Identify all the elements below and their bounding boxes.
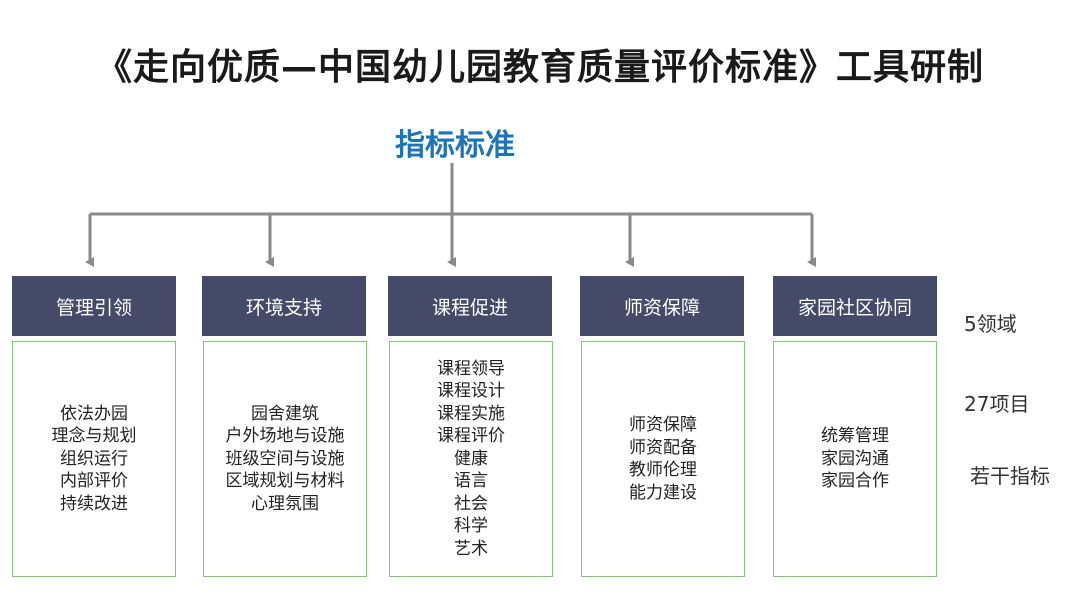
list-item: 内部评价 [60, 471, 128, 492]
list-item: 健康 [454, 448, 488, 469]
list-item: 课程设计 [437, 381, 505, 402]
item-list-management: 依法办园 理念与规划 组织运行 内部评价 持续改进 [12, 341, 176, 577]
list-item: 语言 [454, 471, 488, 492]
list-item: 理念与规划 [51, 426, 137, 447]
list-item: 艺术 [454, 538, 488, 559]
list-item: 课程实施 [437, 403, 505, 424]
level-label-indicators: 若干指标 [970, 464, 1050, 488]
list-item: 持续改进 [60, 493, 128, 514]
item-list-teachers: 师资保障 师资配备 教师伦理 能力建设 [581, 341, 745, 577]
list-item: 家园沟通 [821, 448, 889, 469]
domain-box-environment: 环境支持 [202, 276, 366, 336]
item-list-home-community: 统筹管理 家园沟通 家园合作 [773, 341, 937, 577]
list-item: 依法办园 [60, 403, 128, 424]
list-item: 课程领导 [437, 358, 505, 379]
list-item: 园舍建筑 [251, 403, 319, 424]
list-item: 科学 [454, 516, 488, 537]
domain-box-home-community: 家园社区协同 [773, 276, 937, 336]
level-label-projects: 27项目 [964, 392, 1030, 416]
list-item: 教师伦理 [629, 460, 697, 480]
list-item: 能力建设 [629, 482, 697, 503]
list-item: 师资配备 [629, 437, 697, 458]
page-title: 《走向优质—中国幼儿园教育质量评价标准》工具研制 [95, 47, 984, 88]
domain-box-management: 管理引领 [12, 276, 176, 336]
list-item: 家园合作 [821, 471, 889, 492]
list-item: 班级空间与设施 [225, 448, 345, 469]
list-item: 课程评价 [437, 426, 505, 447]
domain-box-curriculum: 课程促进 [388, 276, 552, 336]
list-item: 组织运行 [60, 448, 128, 469]
item-list-environment: 园舍建筑 户外场地与设施 班级空间与设施 区域规划与材料 心理氛围 [203, 341, 367, 577]
list-item: 户外场地与设施 [225, 426, 345, 447]
list-item: 师资保障 [629, 415, 697, 435]
item-list-curriculum: 课程领导 课程设计 课程实施 课程评价 健康 语言 社会 科学 艺术 [389, 341, 553, 577]
list-item: 社会 [454, 493, 488, 514]
root-node: 指标标准 [395, 128, 515, 163]
list-item: 统筹管理 [821, 426, 889, 447]
list-item: 区域规划与材料 [225, 471, 345, 492]
list-item: 心理氛围 [251, 493, 319, 514]
level-label-domains: 5领域 [964, 312, 1017, 336]
domain-box-teachers: 师资保障 [580, 276, 744, 336]
